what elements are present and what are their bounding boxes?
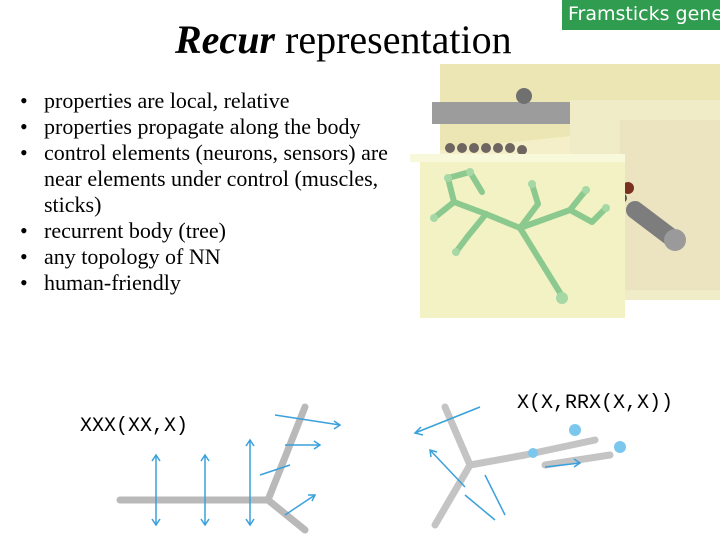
brand-banner: Framsticks genetic [562, 0, 720, 30]
genotype-code-left: XXX(XX,X) [80, 415, 189, 438]
screenshot-front-panel [410, 154, 625, 318]
title-rest: representation [275, 17, 512, 62]
bullet-item: recurrent body (tree) [20, 218, 400, 244]
arrow-markers [413, 406, 582, 521]
bullet-item: any topology of NN [20, 244, 400, 270]
bullet-item: properties are local, relative [20, 88, 400, 114]
stick-segments [431, 403, 614, 529]
creature-screenshots [410, 64, 720, 318]
sensor-marks [528, 424, 626, 458]
slide-title: Recur representation [175, 14, 512, 66]
stick-segments [116, 403, 309, 534]
bullet-item: control elements (neurons, sensors) are … [20, 140, 400, 218]
title-emphasis: Recur [175, 17, 275, 62]
bullet-list: properties are local, relative propertie… [20, 88, 400, 296]
bullet-item: human-friendly [20, 270, 400, 296]
bullet-item: properties propagate along the body [20, 114, 400, 140]
stick-creature-left [116, 403, 342, 534]
brand-text: Framsticks genetic [568, 3, 720, 25]
stick-creature-right [413, 403, 626, 529]
arrow-markers [151, 414, 342, 527]
genotype-code-right: X(X,RRX(X,X)) [517, 392, 674, 415]
